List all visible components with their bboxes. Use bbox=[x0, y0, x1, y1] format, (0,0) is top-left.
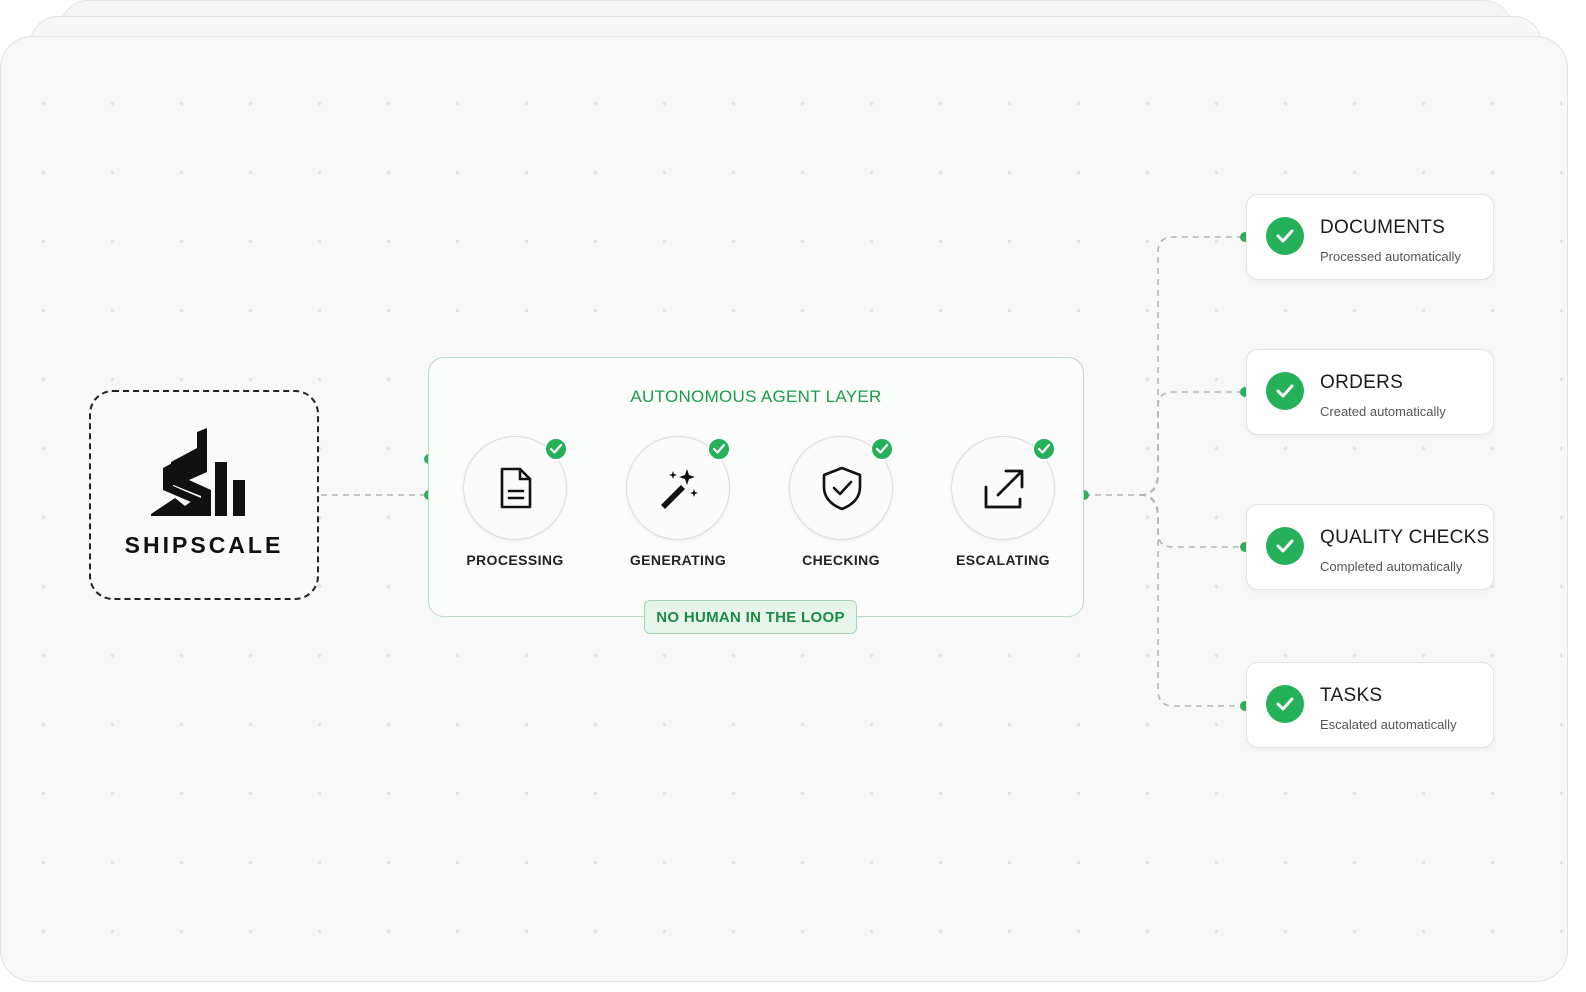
step-circle bbox=[951, 436, 1056, 540]
check-circle-icon bbox=[1266, 685, 1304, 723]
shipscale-logo-box: SHIPSCALE bbox=[89, 390, 319, 600]
output-subtitle: Completed automatically bbox=[1320, 559, 1463, 574]
output-title: TASKS bbox=[1320, 685, 1383, 706]
step-done-check-icon bbox=[1032, 437, 1056, 461]
step-escalating: ESCALATING bbox=[949, 436, 1057, 568]
connector-branch-quality bbox=[1139, 494, 1245, 548]
step-label: CHECKING bbox=[802, 552, 880, 568]
output-title: QUALITY CHECKS bbox=[1320, 527, 1490, 548]
step-processing: PROCESSING bbox=[461, 436, 569, 568]
step-done-check-icon bbox=[870, 437, 894, 461]
output-subtitle: Escalated automatically bbox=[1320, 717, 1457, 732]
connector-branch-orders bbox=[1139, 391, 1245, 496]
shipscale-logo-icon bbox=[149, 428, 257, 527]
output-subtitle: Created automatically bbox=[1320, 404, 1446, 419]
step-label: ESCALATING bbox=[956, 552, 1050, 568]
check-circle-icon bbox=[1266, 372, 1304, 410]
output-subtitle: Processed automatically bbox=[1320, 249, 1461, 264]
no-human-badge: NO HUMAN IN THE LOOP bbox=[644, 600, 857, 634]
escalate-arrow-icon bbox=[984, 469, 1024, 509]
step-done-check-icon bbox=[707, 437, 731, 461]
output-card-documents: DOCUMENTS Processed automatically bbox=[1246, 194, 1494, 280]
step-circle bbox=[463, 436, 568, 540]
check-circle-icon bbox=[1266, 527, 1304, 565]
step-done-check-icon bbox=[544, 437, 568, 461]
autonomous-agent-layer: AUTONOMOUS AGENT LAYER PROCESSING bbox=[428, 357, 1084, 634]
output-card-quality-checks: QUALITY CHECKS Completed automatically bbox=[1246, 504, 1494, 590]
document-icon bbox=[500, 467, 532, 509]
step-circle bbox=[789, 436, 894, 540]
output-card-orders: ORDERS Created automatically bbox=[1246, 349, 1494, 435]
agent-layer-title: AUTONOMOUS AGENT LAYER bbox=[630, 387, 882, 406]
check-circle-icon bbox=[1266, 217, 1304, 255]
connector-branch-documents bbox=[1139, 236, 1245, 496]
step-label: PROCESSING bbox=[466, 552, 564, 568]
connector-branch-tasks bbox=[1139, 494, 1245, 707]
output-title: ORDERS bbox=[1320, 372, 1404, 393]
step-label: GENERATING bbox=[629, 552, 727, 568]
magic-wand-icon bbox=[661, 469, 698, 509]
step-checking: CHECKING bbox=[787, 436, 895, 568]
logo-wordmark: SHIPSCALE bbox=[124, 532, 284, 558]
step-generating: GENERATING bbox=[624, 436, 732, 568]
step-circle bbox=[626, 436, 731, 540]
output-title: DOCUMENTS bbox=[1320, 217, 1446, 238]
shield-check-icon bbox=[822, 466, 862, 511]
output-card-tasks: TASKS Escalated automatically bbox=[1246, 662, 1494, 748]
